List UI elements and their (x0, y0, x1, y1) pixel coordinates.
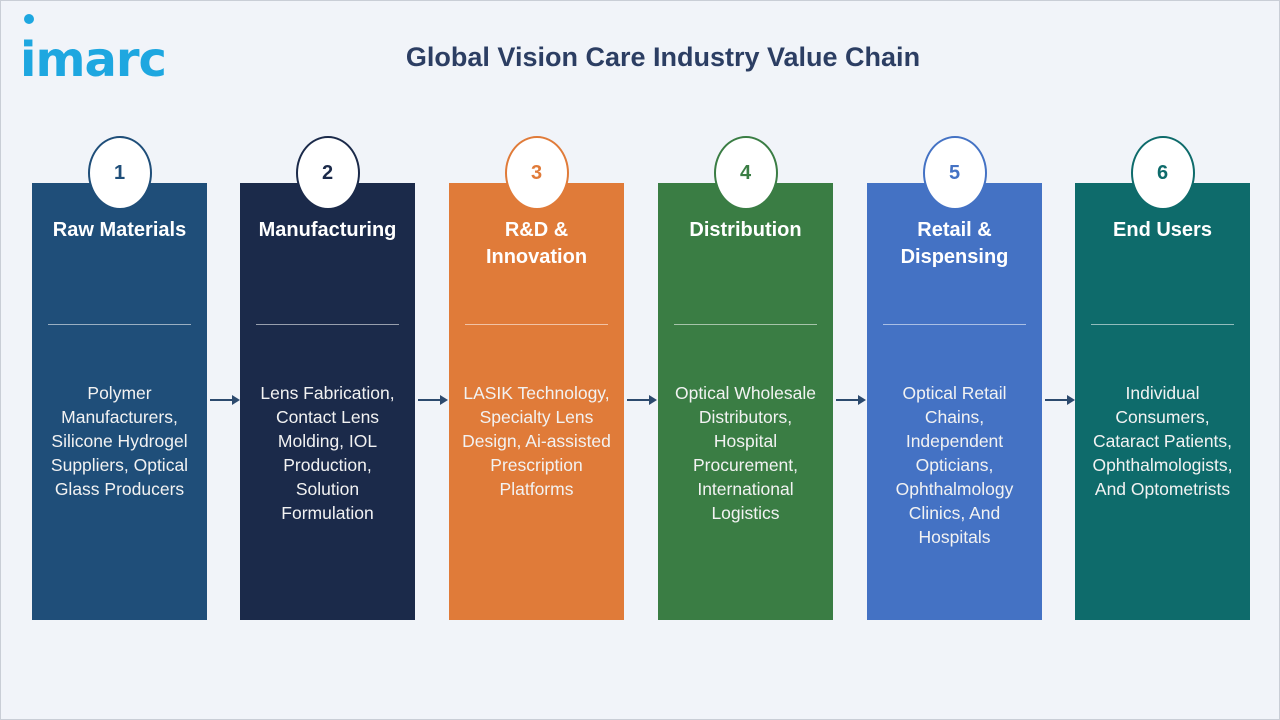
logo-dot (24, 14, 34, 24)
stage-number-badge: 6 (1130, 136, 1195, 210)
arrow-right-icon (836, 395, 866, 405)
page-title: Global Vision Care Industry Value Chain (405, 42, 921, 72)
stage-divider (465, 324, 608, 325)
stage-description: Polymer Manufacturers, Silicone Hydrogel… (50, 383, 189, 499)
stage-number-badge: 5 (922, 136, 987, 210)
stage-description: LASIK Technology, Specialty Lens Design,… (462, 383, 611, 499)
stage-divider (256, 324, 399, 325)
stage-divider (883, 324, 1026, 325)
stage-title: R&D & Innovation (485, 219, 588, 268)
stage-number-badge: 2 (295, 136, 360, 210)
stage-title: Manufacturing (258, 219, 397, 241)
stage-number-badge: 3 (504, 136, 569, 210)
stage-title: End Users (1113, 219, 1212, 241)
stage-description: Optical Retail Chains, Independent Optic… (895, 383, 1014, 547)
arrow-right-icon (1045, 395, 1075, 405)
stage-title: Distribution (689, 219, 802, 241)
imarc-logo: imarc (20, 14, 167, 88)
stage-description: Optical Wholesale Distributors, Hospital… (674, 383, 817, 523)
arrow-right-icon (627, 395, 657, 405)
stage-divider (1091, 324, 1234, 325)
stage-title: Retail & Dispensing (900, 219, 1009, 268)
stage-number-badge: 1 (87, 136, 152, 210)
stage-title: Raw Materials (52, 219, 187, 241)
stage-divider (674, 324, 817, 325)
arrow-right-icon (210, 395, 240, 405)
arrow-right-icon (418, 395, 448, 405)
stage-divider (48, 324, 191, 325)
stage-description: Lens Fabrication, Contact Lens Molding, … (260, 383, 395, 523)
logo-text: imarc (20, 32, 167, 88)
stage-number-badge: 4 (713, 136, 778, 210)
stage-description: Individual Consumers, Cataract Patients,… (1092, 383, 1233, 499)
